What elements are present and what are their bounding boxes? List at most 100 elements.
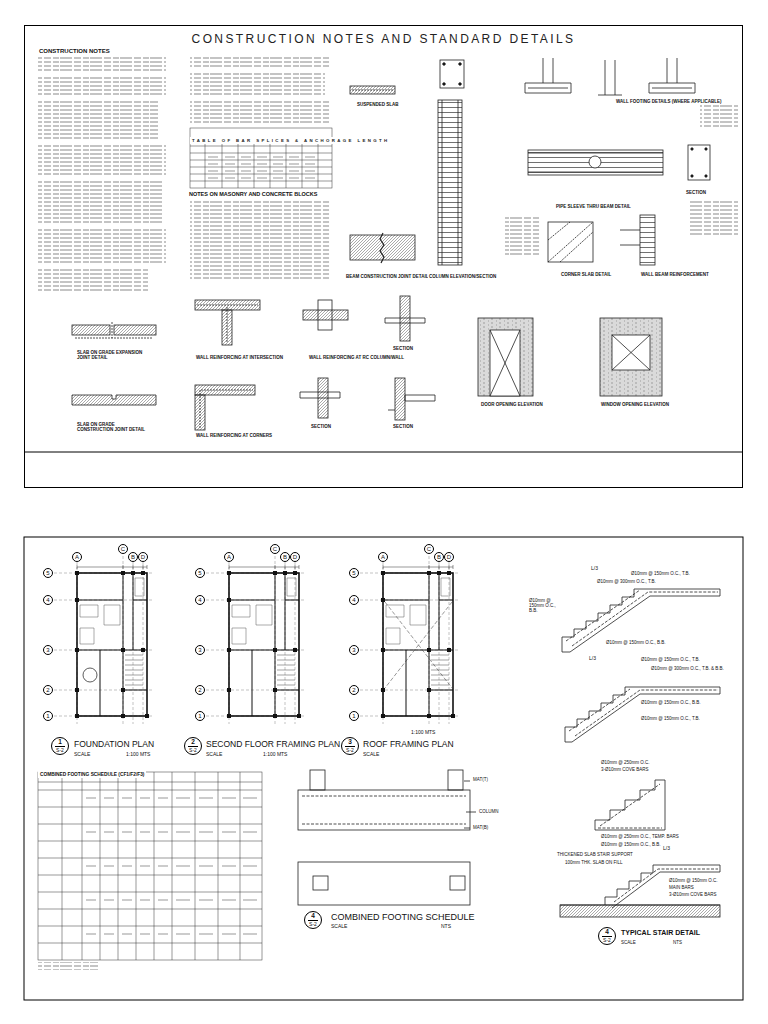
detail-sketches-part	[548, 222, 593, 262]
detail-sketches-part	[388, 395, 435, 410]
grid-bubble: B	[434, 552, 444, 562]
grid-bubble: 3	[195, 645, 205, 655]
rebar-note: 3-Ø10mm COVE BARS	[600, 767, 650, 772]
grid-mark: 2	[46, 687, 49, 693]
note-text-blocks-part	[190, 56, 330, 68]
part-label-text: THICKENED SLAB STAIR SUPPORT	[557, 852, 633, 857]
detail-number: 4	[311, 913, 315, 921]
plan-drawings-part	[360, 556, 458, 724]
detail-sketches-part	[548, 222, 593, 262]
detail-title-bubble: 4S-2	[304, 911, 322, 929]
combined-footing-sketch-part	[298, 862, 470, 905]
detail-title-bubble: 4S-2	[598, 927, 616, 945]
dimension-text: L/3	[663, 845, 670, 851]
detail-caption: SLAB ON GRADE CONSTRUCTION JOINT DETAIL	[76, 422, 148, 432]
dimension: L/3	[662, 846, 671, 852]
part-label: 100mm THK. SLAB ON FILL	[564, 860, 623, 865]
rebar-note-text: Ø10mm @ 150mm O.C., B.B.	[606, 640, 666, 645]
stair-sketches-part	[614, 869, 718, 902]
grid-bubble: A	[224, 552, 234, 562]
scale-value: NTS	[440, 924, 452, 930]
grid-bubble: 2	[349, 685, 359, 695]
stair-sketches-part	[566, 590, 718, 646]
detail-caption-text: SECTION	[311, 424, 331, 429]
detail-number: S-2	[188, 746, 198, 753]
detail-sketches-part	[598, 60, 622, 95]
scale-label-text: SCALE	[621, 940, 636, 945]
rebar-note-text: Ø10mm @ 150mm O.C., B.B.	[641, 700, 701, 705]
detail-caption-text: PIPE SLEEVE THRU BEAM DETAIL	[556, 204, 631, 209]
grid-bubble: 5	[195, 568, 205, 578]
grid-mark: 5	[46, 570, 49, 576]
detail-number: 3	[348, 739, 352, 747]
note-text-blocks-part	[38, 144, 166, 176]
stair-sketches	[560, 589, 720, 917]
grid-bubble: 5	[349, 568, 359, 578]
detail-sketches-part	[589, 156, 601, 168]
grid-mark: 4	[352, 597, 355, 603]
part-label: MAT(T)	[472, 777, 489, 782]
sheet-frames	[24, 452, 743, 1000]
detail-sketches-part	[612, 335, 650, 370]
detail-caption: CORNER SLAB DETAIL	[560, 272, 612, 277]
detail-caption-text: SLAB ON GRADE CONSTRUCTION JOINT DETAIL	[77, 422, 145, 432]
rebar-note: Ø10mm @ 150mm O.C., T.B.	[640, 716, 701, 721]
detail-caption: BEAM CONSTRUCTION JOINT DETAIL	[345, 274, 429, 279]
rebar-note: Ø10mm @ 150mm O.C., B.B.	[605, 640, 667, 645]
rebar-note: 3-Ø10mm COVE BARS	[668, 892, 718, 897]
detail-caption-text: DOOR OPENING ELEVATION	[481, 402, 543, 407]
drawing-title-text: SECOND FLOOR FRAMING PLAN	[206, 739, 340, 749]
dimension: L/3	[590, 566, 599, 572]
combined-footing-sketch-part	[313, 876, 328, 890]
detail-sketches-part	[395, 378, 405, 420]
scale-label-text: SCALE	[74, 751, 90, 757]
detail-sketches-part	[442, 100, 458, 265]
plan-drawings-part	[206, 556, 304, 724]
detail-sketches-part	[528, 153, 663, 172]
rebar-note-text: Ø10mm @ 150mm O.C., B.B.	[601, 842, 661, 847]
notes-heading: CONSTRUCTION NOTES	[38, 48, 111, 55]
scale-label: SCALE	[330, 924, 348, 930]
note-text-blocks-part	[190, 200, 330, 280]
detail-sketches-part	[318, 300, 332, 330]
detail-number: S-2	[345, 746, 355, 753]
detail-caption-text: WALL FOOTING DETAILS (WHERE APPLICABLE)	[616, 99, 721, 104]
detail-caption: WALL REINFORCING AT CORNERS	[195, 433, 273, 438]
grid-mark: 1	[46, 713, 49, 719]
part-label: COLUMN	[478, 809, 500, 814]
rebar-note-text: Ø10mm @ 150mm O.C., T.B.	[631, 571, 690, 576]
detail-caption-text: CORNER SLAB DETAIL	[561, 272, 611, 277]
detail-sketches-part	[200, 390, 253, 428]
drawing-title: TYPICAL STAIR DETAIL	[620, 929, 701, 937]
grid-mark: D	[447, 554, 451, 560]
drawing-title-text: COMBINED FOOTING SCHEDULE	[331, 912, 475, 922]
stair-sketches-part	[569, 689, 718, 736]
note-text-blocks	[38, 56, 738, 292]
detail-sketches-part	[72, 395, 156, 405]
scale-value: 1:100 MTS	[410, 730, 436, 736]
rebar-note: Ø10mm @ 150mm O.C., T.B.	[640, 657, 701, 662]
detail-number: 2	[191, 739, 195, 747]
detail-sketches-part	[688, 145, 710, 180]
rebar-note: Ø10mm @ 250mm O.C., TEMP. BARS	[600, 834, 680, 839]
combined-footing-sketch-part	[310, 770, 325, 790]
detail-sketches-part	[380, 233, 384, 263]
part-label: MAT(B)	[472, 825, 489, 830]
grid-bubble: C	[118, 544, 128, 554]
table-title: COMBINED FOOTING SCHEDULE (CF1/F2/F3)	[38, 771, 146, 778]
detail-sketches-part	[443, 83, 446, 86]
grid-mark: C	[121, 546, 125, 552]
splice-table: TABLE OF BAR SPLICES & ANCHORAGE LENGTH	[190, 128, 398, 188]
grid-bubble: D	[444, 552, 454, 562]
grid-mark: A	[381, 554, 385, 560]
grid-bubble: D	[138, 552, 148, 562]
detail-sketches-part	[490, 330, 520, 396]
grid-bubble: B	[280, 552, 290, 562]
detail-sketches-part	[691, 148, 693, 150]
rebar-note-text: Ø10mm @ 250mm O.C.	[601, 760, 650, 765]
plan-drawings-part	[54, 556, 152, 724]
grid-bubble: 5	[43, 568, 53, 578]
rebar-note-text: Ø10mm @ 150mm O.C., B.B.	[529, 598, 556, 613]
detail-caption: PIPE SLEEVE THRU BEAM DETAIL	[555, 204, 632, 209]
combined-footing-sketch	[298, 770, 476, 905]
